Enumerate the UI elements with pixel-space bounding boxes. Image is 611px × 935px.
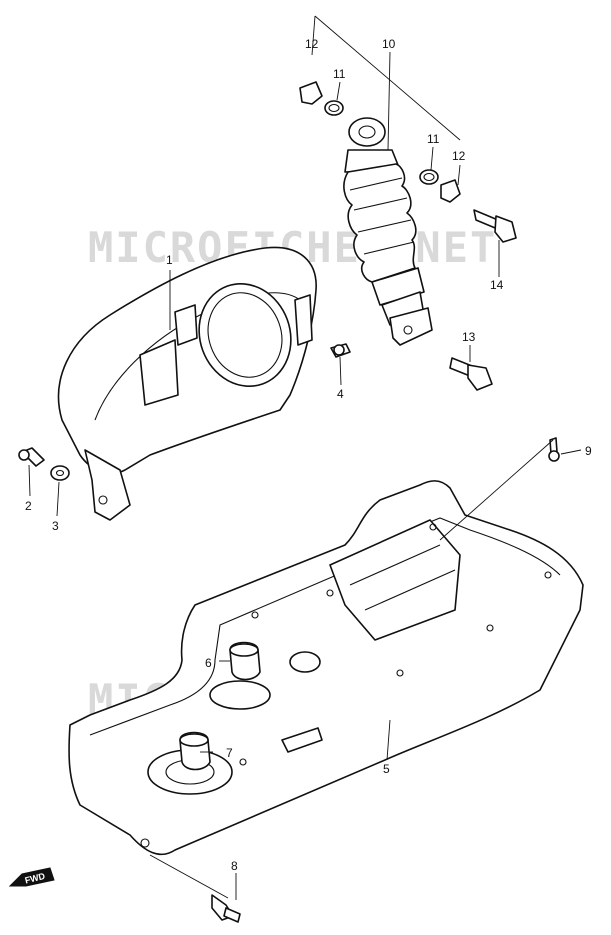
shock-absorber-part[interactable] [343, 117, 433, 346]
forward-direction-badge: FWD [8, 867, 55, 887]
bolt-upper-shock[interactable] [473, 209, 517, 243]
callout-10: 10 [382, 37, 396, 51]
callout-8: 8 [231, 859, 238, 873]
callout-2: 2 [25, 499, 32, 513]
frame-plate-part[interactable] [68, 480, 584, 856]
callout-4: 4 [337, 387, 344, 401]
washer-upper-right[interactable] [419, 169, 439, 185]
callout-12-upper: 12 [305, 37, 319, 51]
bolt-frame-right[interactable] [548, 437, 560, 462]
bolt-lower-shock[interactable] [449, 357, 493, 391]
callout-11-upper: 11 [333, 67, 346, 81]
collar-top-left[interactable] [299, 81, 323, 105]
washer-upper-left[interactable] [324, 100, 344, 116]
forward-label: FWD [24, 871, 47, 886]
callout-14: 14 [490, 278, 504, 292]
callout-13: 13 [462, 330, 476, 344]
callout-11-lower: 11 [427, 132, 440, 146]
collar-top-right[interactable] [440, 179, 461, 203]
bolt-cover-small[interactable] [330, 343, 351, 358]
callout-5: 5 [383, 762, 390, 776]
leader-lines [28, 15, 582, 900]
washer-cover-lower[interactable] [50, 465, 70, 481]
rubber-damper-lower[interactable] [179, 731, 211, 771]
callout-1: 1 [166, 253, 173, 267]
callout-9: 9 [585, 444, 592, 458]
callout-12-lower: 12 [452, 149, 466, 163]
callout-labels: 1 2 3 4 5 6 7 8 9 10 11 11 12 12 13 14 [25, 37, 592, 873]
callout-7: 7 [226, 746, 233, 760]
forward-arrow-icon [8, 867, 55, 887]
callout-3: 3 [52, 519, 59, 533]
callout-6: 6 [205, 656, 212, 670]
chain-cover-part[interactable] [57, 246, 317, 521]
bolt-frame-lower[interactable] [211, 894, 241, 923]
bolt-cover-lower[interactable] [18, 447, 45, 467]
rubber-damper-upper[interactable] [229, 641, 261, 681]
